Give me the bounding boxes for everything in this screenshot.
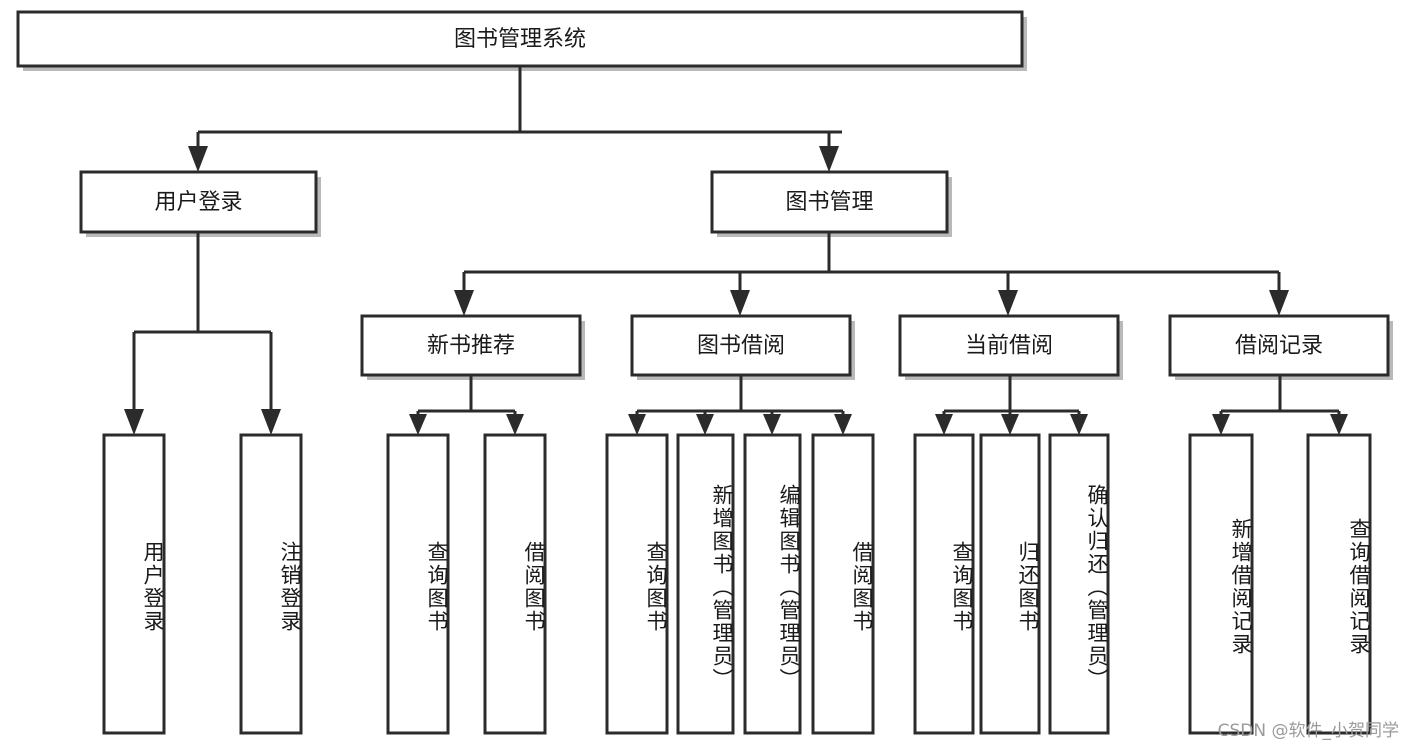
connector-book-manage-to-level3 bbox=[454, 232, 1289, 316]
node-new-book-recommend-label: 新书推荐 bbox=[427, 334, 515, 359]
node-current-borrow-label: 当前借阅 bbox=[965, 334, 1053, 359]
node-root-label: 图书管理系统 bbox=[454, 27, 586, 52]
node-leaf-add-record[interactable] bbox=[1188, 433, 1254, 735]
node-leaf-add-book[interactable] bbox=[676, 433, 735, 735]
node-leaf-user-login[interactable] bbox=[102, 433, 166, 735]
node-book-manage-label: 图书管理 bbox=[785, 190, 873, 215]
node-borrow-record-label: 借阅记录 bbox=[1235, 334, 1323, 359]
connector-borrow-record-to-leaves bbox=[1212, 375, 1348, 435]
node-leaf-query-book-1[interactable] bbox=[386, 433, 450, 735]
node-book-borrow-label: 图书借阅 bbox=[697, 334, 785, 359]
node-leaf-query-book-2[interactable] bbox=[605, 433, 669, 735]
node-leaf-query-book-3[interactable] bbox=[913, 433, 975, 735]
node-leaf-borrow-book-2[interactable] bbox=[811, 433, 875, 735]
leaf-boxes bbox=[102, 433, 1372, 735]
connector-root-to-level2 bbox=[188, 66, 842, 172]
node-leaf-return-book[interactable] bbox=[979, 433, 1041, 735]
node-leaf-query-record[interactable] bbox=[1306, 433, 1372, 735]
connector-user-login-to-leaves bbox=[124, 232, 281, 435]
node-book-manage[interactable]: 图书管理 bbox=[710, 170, 952, 237]
node-leaf-borrow-book-1[interactable] bbox=[483, 433, 547, 735]
node-leaf-confirm-return[interactable] bbox=[1048, 433, 1110, 735]
node-borrow-record[interactable]: 借阅记录 bbox=[1168, 314, 1393, 380]
node-book-borrow[interactable]: 图书借阅 bbox=[630, 314, 855, 380]
connector-new-book-recommend-to-leaves bbox=[409, 375, 524, 435]
node-leaf-edit-book[interactable] bbox=[743, 433, 802, 735]
connector-book-borrow-to-leaves bbox=[628, 375, 852, 435]
connector-current-borrow-to-leaves bbox=[935, 375, 1088, 435]
node-user-login[interactable]: 用户登录 bbox=[79, 170, 321, 237]
node-leaf-logout[interactable] bbox=[239, 433, 303, 735]
node-user-login-label: 用户登录 bbox=[154, 190, 242, 215]
node-root[interactable]: 图书管理系统 bbox=[16, 10, 1027, 71]
watermark-text: CSDN @软件_小贺同学 bbox=[1217, 721, 1399, 741]
node-current-borrow[interactable]: 当前借阅 bbox=[898, 314, 1123, 380]
node-new-book-recommend[interactable]: 新书推荐 bbox=[360, 314, 585, 380]
